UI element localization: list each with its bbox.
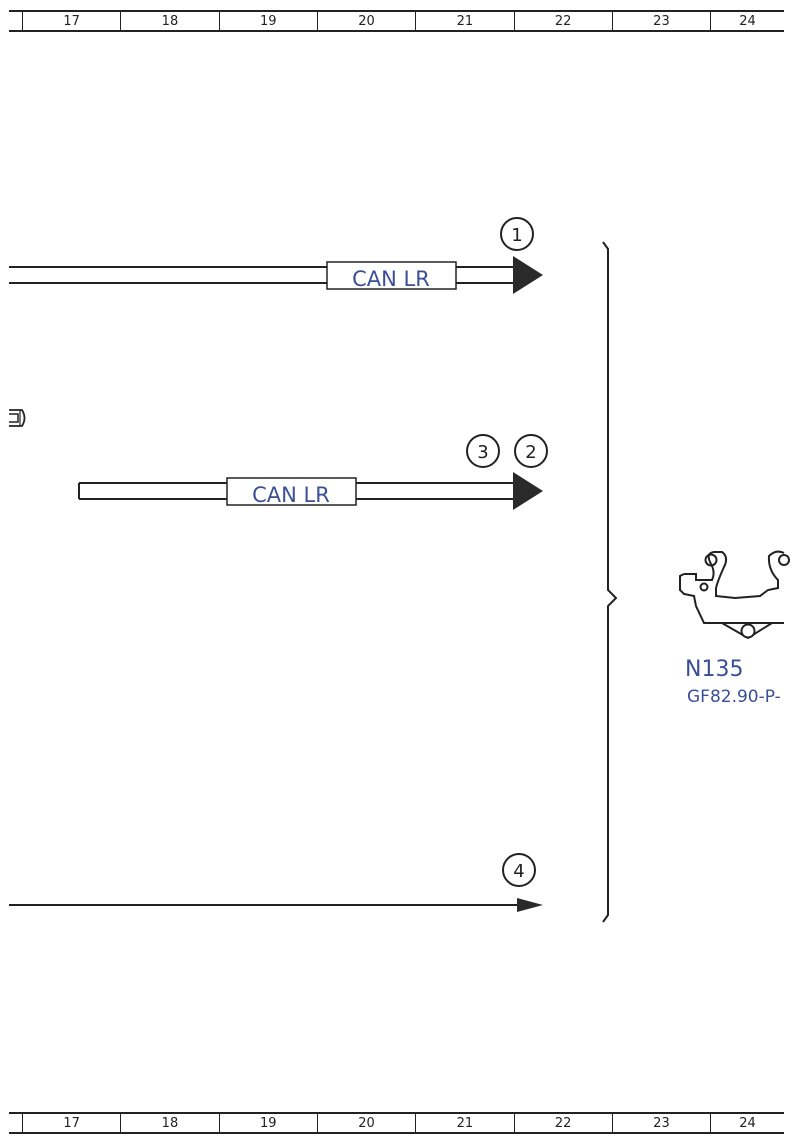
- callout-4: 4: [502, 853, 536, 887]
- ruler-top-column-20: 20: [316, 12, 415, 30]
- connector-icon: [9, 409, 26, 427]
- svg-text:2: 2: [525, 442, 536, 463]
- can-bus-line-2: CAN LR: [78, 472, 543, 510]
- ruler-top-column-17: 17: [22, 12, 120, 30]
- ruler-top-column-23: 23: [611, 12, 710, 30]
- can-label-box-1: [326, 261, 457, 290]
- arrow-head-4: [517, 898, 543, 912]
- svg-text:3: 3: [477, 442, 488, 463]
- group-brace: [602, 241, 618, 923]
- bus-line-4: [9, 898, 543, 912]
- ruler-bottom-column-19: 19: [218, 1114, 317, 1132]
- svg-text:1: 1: [511, 225, 522, 246]
- ruler-bottom-column-24: 24: [710, 1114, 784, 1132]
- can-bus-line-1: CAN LR: [9, 256, 543, 294]
- ruler-bottom-column-17: 17: [22, 1114, 120, 1132]
- ruler-bottom-column-20: 20: [316, 1114, 415, 1132]
- ruler-top-column-21: 21: [415, 12, 513, 30]
- callout-3: 3: [466, 434, 500, 468]
- svg-text:4: 4: [513, 861, 524, 882]
- module-outline-icon: [679, 550, 790, 640]
- can-label-box-2: [226, 477, 357, 506]
- component-ref-link[interactable]: GF82.90-P-: [687, 687, 781, 707]
- ruler-top-column-19: 19: [218, 12, 317, 30]
- ruler-bottom-column-22: 22: [513, 1114, 612, 1132]
- ruler-top-column-18: 18: [120, 12, 218, 30]
- callout-1: 1: [500, 217, 534, 251]
- ruler-top-column-24: 24: [710, 12, 784, 30]
- can-label-1: CAN LR: [352, 267, 430, 291]
- ruler-bottom-column-23: 23: [611, 1114, 710, 1132]
- can-label-2: CAN LR: [252, 483, 330, 507]
- arrow-head-1: [513, 256, 543, 294]
- ruler-bottom-column-21: 21: [415, 1114, 513, 1132]
- callout-2: 2: [514, 434, 548, 468]
- ruler-top-column-22: 22: [513, 12, 612, 30]
- ruler-bottom-column-18: 18: [120, 1114, 218, 1132]
- arrow-head-2: [513, 472, 543, 510]
- component-code: N135: [685, 657, 743, 682]
